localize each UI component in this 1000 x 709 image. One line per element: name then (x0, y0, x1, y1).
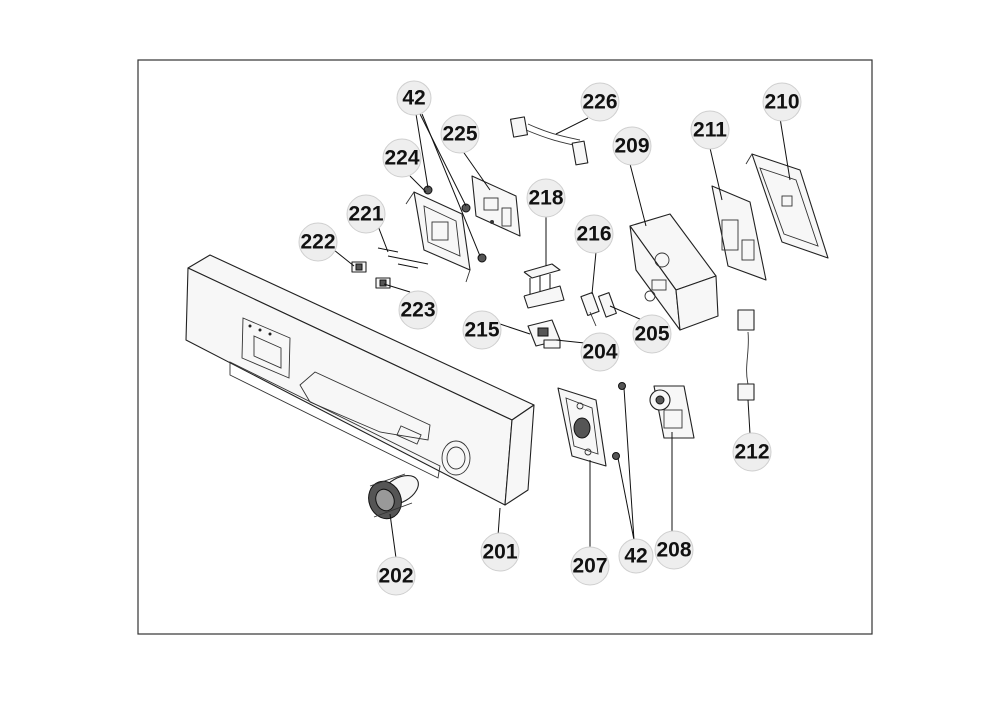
callout-211: 211 (690, 110, 730, 150)
callout-label: 221 (348, 203, 383, 226)
part-205-fitting (597, 292, 617, 318)
callout-label: 226 (582, 91, 617, 114)
part-208-rotary-switch (649, 385, 695, 439)
callout-label: 201 (482, 541, 517, 564)
callout-221: 221 (346, 194, 386, 234)
callout-224: 224 (382, 138, 422, 178)
callout-label: 205 (634, 323, 669, 346)
part-204-plug (543, 339, 561, 349)
callout-205: 205 (632, 314, 672, 354)
part-226-wire-harness (509, 116, 589, 166)
part-222-connector (351, 261, 367, 273)
callout-202: 202 (376, 556, 416, 596)
callout-label: 211 (693, 119, 727, 142)
callout-label: 224 (384, 147, 419, 170)
callout-215: 215 (462, 310, 502, 350)
callout-218: 218 (526, 178, 566, 218)
callout-label: 215 (464, 319, 499, 342)
part-210-rear-cover (745, 153, 829, 259)
callout-201: 201 (480, 532, 520, 572)
part-218-pin-connector (523, 263, 565, 309)
callout-216: 216 (574, 214, 614, 254)
callout-label: 212 (734, 441, 769, 464)
callout-label: 42 (402, 87, 425, 110)
callout-label: 207 (572, 555, 607, 578)
callout-207: 207 (570, 546, 610, 586)
callout-208: 208 (654, 530, 694, 570)
callout-223: 223 (398, 290, 438, 330)
callout-label: 216 (576, 223, 611, 246)
part-221-pins (377, 247, 429, 269)
callout-212: 212 (732, 432, 772, 472)
diagram-frame (137, 59, 873, 635)
part-225-circuit-board (471, 175, 521, 237)
callout-label: 209 (614, 135, 649, 158)
callout-210: 210 (762, 82, 802, 122)
callout-label: 202 (378, 565, 413, 588)
callout-label: 223 (400, 299, 435, 322)
part-207-selector-switch (557, 387, 607, 467)
part-224-bracket (405, 191, 471, 283)
leader-lines (333, 113, 791, 559)
callout-42-upper: 42 (396, 80, 432, 116)
callout-42-lower: 42 (618, 538, 654, 574)
callout-label: 210 (764, 91, 799, 114)
part-216-fitting (580, 292, 600, 327)
callout-label: 204 (582, 341, 617, 364)
part-202-knob (368, 473, 419, 520)
part-223-connector (375, 277, 391, 289)
callout-label: 225 (442, 123, 477, 146)
part-211-board (711, 185, 767, 281)
screws-42-lower (612, 382, 626, 460)
callout-225: 225 (440, 114, 480, 154)
callout-label: 42 (624, 545, 647, 568)
callout-label: 222 (300, 231, 335, 254)
callout-222: 222 (298, 222, 338, 262)
callout-label: 218 (528, 187, 563, 210)
callout-204: 204 (580, 332, 620, 372)
part-201-control-panel (185, 254, 535, 506)
part-212-cable (737, 309, 755, 401)
callout-209: 209 (612, 126, 652, 166)
callout-226: 226 (580, 82, 620, 122)
part-209-timer-module (629, 213, 719, 331)
callout-label: 208 (656, 539, 691, 562)
